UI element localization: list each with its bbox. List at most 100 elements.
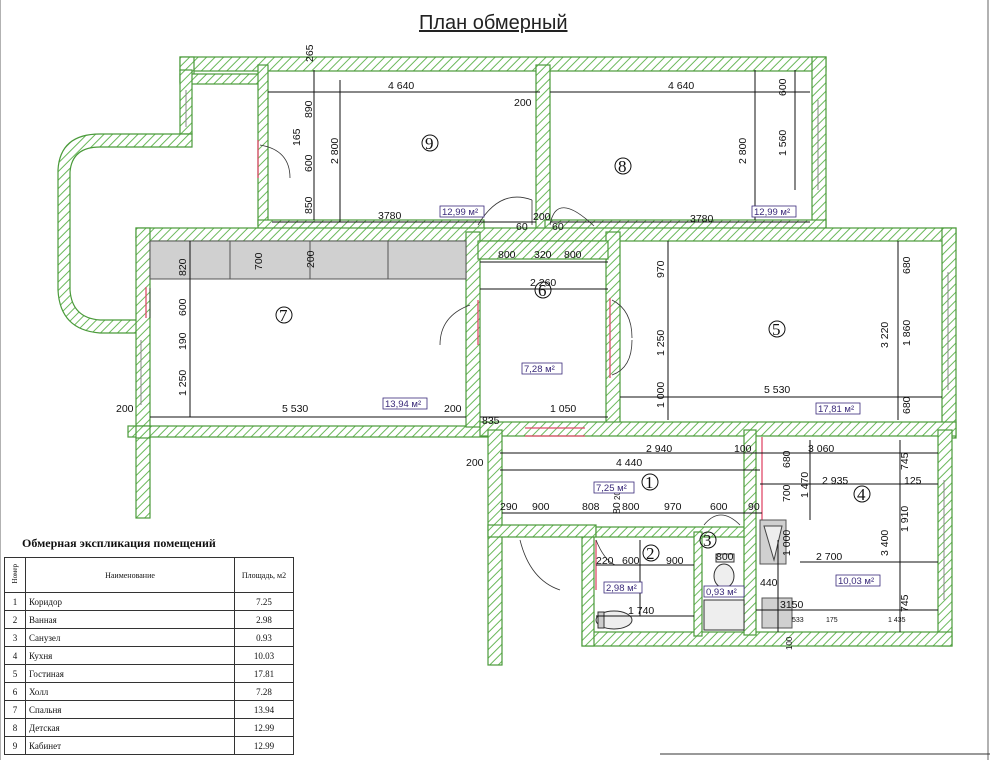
svg-text:3780: 3780	[690, 213, 714, 225]
svg-text:100: 100	[785, 636, 794, 650]
svg-text:800: 800	[498, 249, 516, 261]
svg-text:220: 220	[596, 555, 614, 567]
svg-text:700: 700	[781, 484, 793, 502]
row-num: 4	[4, 646, 26, 665]
svg-text:7: 7	[279, 306, 288, 325]
svg-text:835: 835	[482, 415, 500, 427]
header-num: Номер	[4, 557, 26, 593]
svg-text:600: 600	[303, 154, 315, 172]
row-name: Кабинет	[25, 736, 235, 755]
svg-text:820: 820	[177, 258, 189, 276]
doors	[149, 144, 741, 591]
table-row: 3 Санузел 0.93	[4, 628, 294, 647]
svg-text:175: 175	[826, 617, 838, 624]
table-row: 1 Коридор 7.25	[4, 592, 294, 611]
table-header-row: Номер Наименование Площадь, м2	[4, 557, 294, 593]
svg-text:200: 200	[116, 403, 134, 415]
svg-text:2,98 м²: 2,98 м²	[606, 583, 637, 594]
svg-text:600: 600	[777, 78, 789, 96]
svg-text:800: 800	[716, 551, 734, 563]
table-row: 5 Гостиная 17.81	[4, 664, 294, 683]
svg-text:800: 800	[564, 249, 582, 261]
row-num: 6	[4, 682, 26, 701]
svg-text:600: 600	[177, 298, 189, 316]
svg-text:10,03 м²: 10,03 м²	[838, 576, 874, 587]
svg-text:745: 745	[899, 594, 911, 612]
svg-text:1 435: 1 435	[888, 617, 906, 624]
svg-text:12,99 м²: 12,99 м²	[442, 207, 478, 218]
svg-text:1: 1	[645, 473, 654, 492]
row-area: 12.99	[234, 718, 294, 737]
plan-title: План обмерный	[419, 12, 568, 34]
room-markers: 9 8 7 6 5 1 4 2 3	[275, 134, 871, 563]
svg-text:4 640: 4 640	[668, 80, 694, 92]
svg-text:5 530: 5 530	[282, 403, 308, 415]
svg-text:1 000: 1 000	[655, 382, 667, 408]
svg-text:4 640: 4 640	[388, 80, 414, 92]
explication-legend: Обмерная экспликация помещений Номер Наи…	[4, 536, 304, 755]
svg-text:3 400: 3 400	[879, 530, 891, 556]
row-area: 0.93	[234, 628, 294, 647]
svg-text:3 060: 3 060	[808, 443, 834, 455]
svg-text:533: 533	[792, 617, 804, 624]
svg-text:6: 6	[538, 281, 547, 300]
svg-text:2 935: 2 935	[822, 475, 848, 487]
row-area: 2.98	[234, 610, 294, 629]
svg-text:17,81 м²: 17,81 м²	[818, 404, 854, 415]
svg-text:1 470: 1 470	[799, 472, 811, 498]
row-name: Санузел	[25, 628, 235, 647]
svg-text:200: 200	[533, 211, 551, 223]
table-row: 6 Холл 7.28	[4, 682, 294, 701]
svg-text:1 860: 1 860	[901, 320, 913, 346]
svg-text:60: 60	[516, 221, 528, 233]
row-num: 5	[4, 664, 26, 683]
svg-text:8: 8	[618, 157, 627, 176]
row-num: 9	[4, 736, 26, 755]
svg-text:700: 700	[253, 252, 265, 270]
svg-text:1 250: 1 250	[177, 370, 189, 396]
svg-text:320: 320	[534, 249, 552, 261]
row-area: 7.28	[234, 682, 294, 701]
svg-text:200: 200	[466, 457, 484, 469]
svg-text:680: 680	[901, 256, 913, 274]
svg-text:200: 200	[305, 250, 317, 268]
table-row: 7 Спальня 13.94	[4, 700, 294, 719]
svg-text:2: 2	[646, 544, 655, 563]
svg-text:200: 200	[444, 403, 462, 415]
svg-text:3 220: 3 220	[879, 322, 891, 348]
svg-text:890: 890	[303, 100, 315, 118]
svg-text:1 050: 1 050	[550, 403, 576, 415]
svg-text:7,28 м²: 7,28 м²	[524, 364, 555, 375]
table-row: 9 Кабинет 12.99	[4, 736, 294, 755]
svg-text:900: 900	[666, 555, 684, 567]
svg-text:1 560: 1 560	[777, 130, 789, 156]
row-name: Кухня	[25, 646, 235, 665]
table-row: 2 Ванная 2.98	[4, 610, 294, 629]
row-name: Коридор	[25, 592, 235, 611]
area-labels: 12,99 м² 12,99 м² 13,94 м² 7,28 м² 17,81…	[382, 205, 881, 598]
svg-text:850: 850	[303, 196, 315, 214]
svg-text:745: 745	[899, 452, 911, 470]
svg-text:2 800: 2 800	[737, 138, 749, 164]
svg-text:190: 190	[177, 332, 189, 350]
svg-text:3780: 3780	[378, 210, 402, 222]
header-area: Площадь, м2	[234, 557, 294, 593]
svg-text:290: 290	[500, 501, 518, 513]
svg-text:1 910: 1 910	[899, 506, 911, 532]
table-row: 8 Детская 12.99	[4, 718, 294, 737]
row-num: 8	[4, 718, 26, 737]
row-area: 10.03	[234, 646, 294, 665]
svg-text:1 000: 1 000	[781, 530, 793, 556]
svg-text:80: 80	[611, 502, 623, 514]
svg-text:680: 680	[781, 450, 793, 468]
svg-text:200: 200	[514, 97, 532, 109]
svg-text:125: 125	[904, 475, 922, 487]
svg-text:440: 440	[760, 577, 778, 589]
svg-text:970: 970	[664, 501, 682, 513]
svg-text:600: 600	[710, 501, 728, 513]
row-area: 7.25	[234, 592, 294, 611]
svg-text:1 740: 1 740	[628, 605, 654, 617]
svg-text:4: 4	[857, 485, 866, 504]
svg-text:13,94 м²: 13,94 м²	[385, 399, 421, 410]
